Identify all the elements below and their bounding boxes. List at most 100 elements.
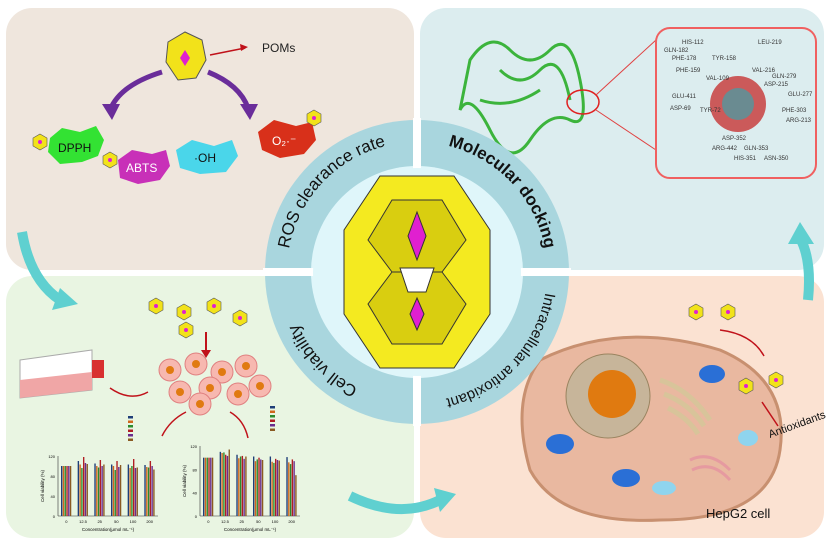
x-tick-label: 25 [97,519,102,524]
x-tick-label: 100 [272,519,279,524]
residue-label: ASP-215 [764,82,789,88]
bar [147,467,150,516]
residue-label: PHE-303 [782,108,807,114]
bar [278,460,280,516]
y-tick-label: 120 [48,454,55,459]
bar [119,465,122,516]
legend-swatch [270,419,275,422]
pom-cluster-icon [165,31,207,81]
legend-swatch [128,434,133,437]
hydroxyl-burst [176,140,238,174]
x-axis-label: Concentration(μmol mL⁻¹) [82,527,135,532]
bar [275,458,277,516]
cell-cluster [158,352,272,416]
bar [146,467,148,516]
bar [203,457,205,516]
bar [293,461,295,516]
residue-label: VAL-216 [752,68,776,74]
bar [131,466,133,516]
x-tick-label: 50 [256,519,261,524]
bar [261,460,264,516]
bar [136,467,138,516]
bar [243,458,245,516]
x-tick-label: 200 [146,519,153,524]
bar [81,468,83,516]
bar [236,454,238,516]
residue-label: PHE-159 [676,68,701,74]
residue-label: PHE-178 [672,56,697,62]
bar [103,464,105,516]
bar [225,454,227,516]
y-tick-label: 80 [51,474,56,479]
bar [211,457,214,516]
y-axis-label: Cell viability (%) [40,470,45,503]
legend-swatch [270,428,275,431]
legend-swatch [270,410,275,413]
bar [245,456,247,516]
residue-label: GLN-279 [772,74,797,80]
bar [288,462,290,516]
bar [253,456,255,516]
protein-ribbon [458,40,585,155]
bar [206,457,208,516]
bar [97,467,100,516]
bar [289,464,292,516]
legend-swatch [128,420,133,423]
abts-burst [118,150,170,184]
x-tick-label: 100 [130,519,137,524]
legend-swatch [128,425,133,428]
bar [256,459,258,516]
bar [258,457,260,516]
bar [228,449,230,516]
bar [116,461,118,516]
bar [286,457,288,516]
y-tick-label: 40 [193,491,198,496]
bar [260,459,262,516]
bar [64,466,66,516]
residue-label: GLU-277 [788,92,813,98]
bar [134,468,137,516]
x-tick-label: 12.5 [79,519,88,524]
residue-label: LEU-219 [758,40,782,46]
bar [84,463,87,516]
x-tick-label: 0 [65,519,68,524]
bar [77,461,80,516]
bar [129,468,131,516]
residue-label: GLN-182 [664,48,689,54]
legend-swatch [270,406,275,409]
bar [101,466,103,516]
bar [204,457,207,516]
abts-label: ABTS [126,161,157,175]
y-tick-label: 40 [51,494,56,499]
bar [79,464,81,516]
dpph-burst [48,126,104,164]
bar [273,462,275,516]
bar [96,466,98,516]
bar [254,461,257,516]
poms-label: POMs [262,41,295,55]
x-tick-label: 50 [114,519,119,524]
legend-swatch [128,429,133,432]
bar [223,452,225,516]
y-tick-label: 120 [190,444,197,449]
bar [94,463,96,516]
pom-structure-center [343,175,491,369]
bar [112,466,115,516]
bar [269,456,272,516]
bar [219,451,222,516]
bar [111,464,113,516]
x-tick-label: 0 [207,519,210,524]
bar [238,458,240,516]
bar [271,461,273,516]
bar [66,466,68,516]
bar [210,457,212,516]
legend-swatch [270,424,275,427]
x-axis-label: Concentration(μmol mL⁻¹) [224,527,277,532]
hydroxyl-label: ·OH [194,151,216,165]
y-tick-label: 0 [195,514,198,519]
y-axis-label: Cell viability (%) [182,465,187,498]
bar [99,460,102,516]
legend-swatch [128,416,133,419]
hepg2-cell-illustration [520,335,783,522]
